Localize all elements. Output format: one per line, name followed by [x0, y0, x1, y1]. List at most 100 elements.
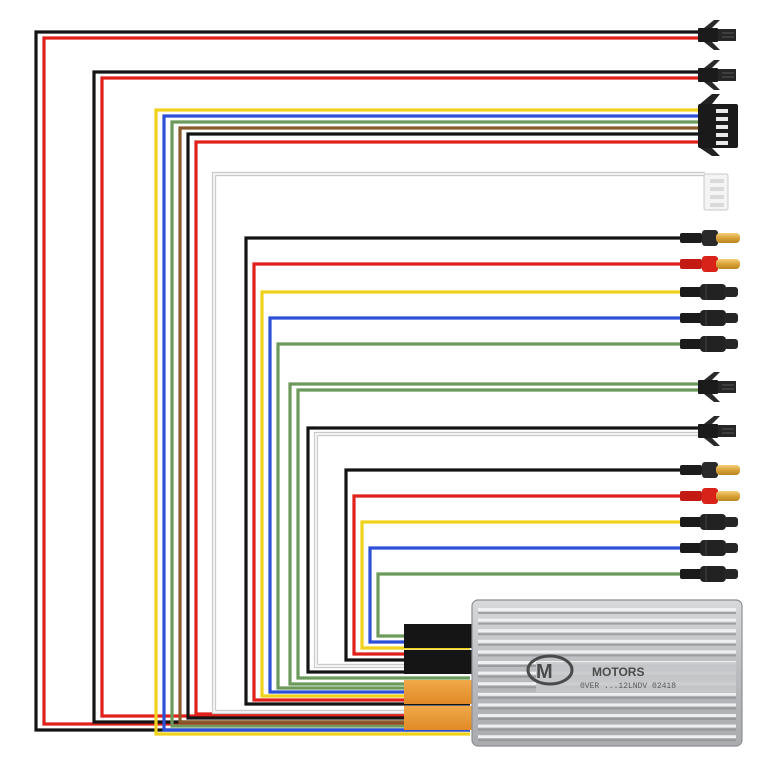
- connector-housing: [718, 425, 736, 437]
- connector-grip: [702, 256, 718, 272]
- connector-grip: [700, 540, 726, 556]
- bullet-connector: [680, 540, 738, 556]
- wire-black: [244, 236, 685, 706]
- connector-sleeve: [680, 233, 702, 243]
- cooling-fin-highlight: [478, 703, 736, 707]
- connector-pin: [716, 109, 728, 113]
- cooling-fin-highlight: [478, 724, 736, 728]
- brass-tip: [716, 491, 740, 501]
- connector-pin: [716, 133, 728, 137]
- bullet-connector: [680, 566, 738, 582]
- logo-ring: [526, 654, 574, 686]
- cooling-fin-highlight: [478, 692, 736, 696]
- cooling-fin-shadow: [478, 707, 736, 710]
- connector-housing: [718, 29, 736, 41]
- wire-black: [186, 132, 700, 720]
- cooling-fin-highlight: [478, 608, 736, 611]
- sleeve-black: [404, 624, 480, 648]
- connector-latch: [704, 394, 720, 402]
- five-pin-connector: [698, 94, 738, 156]
- bullet-connector: [680, 488, 740, 504]
- connector-pin: [710, 187, 724, 191]
- connector-latch: [704, 438, 720, 446]
- brand-logo: M: [526, 654, 574, 686]
- wire-brown: [178, 126, 700, 724]
- cooling-fin-highlight: [478, 714, 736, 717]
- wire-green: [170, 120, 700, 728]
- connector-latch: [700, 148, 720, 156]
- bullet-connector: [680, 284, 738, 300]
- bullet-connector: [680, 462, 740, 478]
- two-pin-connector: [698, 416, 736, 446]
- sleeve-black: [404, 650, 480, 674]
- connector-sleeve: [680, 517, 702, 527]
- bullet-connector: [680, 336, 738, 352]
- cooling-fin-shadow: [478, 654, 736, 657]
- connector-grip: [700, 514, 726, 530]
- connector-sleeve: [680, 313, 702, 323]
- cooling-fin-shadow: [478, 622, 736, 625]
- connector-housing: [718, 69, 736, 81]
- connector-pin: [710, 195, 724, 199]
- connector-pin: [710, 203, 724, 207]
- wire-green: [296, 388, 700, 680]
- connector-body: [698, 28, 718, 42]
- wire-red: [42, 36, 700, 726]
- connector-sleeve: [680, 569, 702, 579]
- connector-tip: [724, 339, 738, 349]
- connector-body: [698, 68, 718, 82]
- connector-body: [698, 424, 718, 438]
- connector-grip: [702, 230, 718, 246]
- cooling-fin-shadow: [478, 612, 736, 614]
- connector-sleeve: [680, 339, 702, 349]
- connector-pin: [716, 141, 728, 145]
- two-pin-connector: [698, 20, 736, 50]
- connector-tip: [724, 313, 738, 323]
- bullet-connector: [680, 230, 740, 246]
- cooling-fin-highlight: [478, 735, 736, 739]
- connector-latch: [704, 42, 720, 50]
- white-connector: [703, 173, 729, 211]
- connector-sleeve: [680, 491, 702, 501]
- cooling-fin-highlight: [478, 618, 736, 622]
- cooling-fin-shadow: [478, 728, 736, 731]
- wire-yellow: [154, 108, 700, 736]
- cooling-fin-shadow: [478, 633, 736, 636]
- connector-sleeve: [680, 543, 702, 553]
- connector-pin: [710, 179, 724, 183]
- sleeve-orange: [404, 706, 480, 730]
- cooling-fin-shadow: [478, 739, 736, 742]
- connector-latch: [704, 82, 720, 90]
- connector-body: [698, 380, 718, 394]
- bullet-connector: [680, 310, 738, 326]
- cooling-fin-highlight: [478, 629, 736, 633]
- wire-red: [252, 262, 685, 702]
- connector-grip: [700, 284, 726, 300]
- cooling-fin-highlight: [478, 639, 736, 643]
- wire-yellow: [260, 290, 685, 698]
- connector-sleeve: [680, 465, 702, 475]
- cooling-fin-highlight: [478, 650, 736, 654]
- wire-white: [314, 432, 700, 668]
- connector-latch: [704, 20, 720, 28]
- cooling-fin-shadow: [478, 718, 736, 720]
- wire-green: [276, 342, 685, 690]
- connector-grip: [702, 488, 718, 504]
- connector-latch: [704, 60, 720, 68]
- bullet-connector: [680, 256, 740, 272]
- wire-white: [212, 172, 705, 714]
- connector-sleeve: [680, 259, 702, 269]
- wire-blue: [268, 316, 685, 694]
- connector-latch: [704, 372, 720, 380]
- two-pin-connector: [698, 60, 736, 90]
- cooling-fin-shadow: [478, 696, 736, 699]
- wire-green: [288, 382, 700, 686]
- connector-tip: [724, 569, 738, 579]
- cable-sleeves: [404, 624, 480, 730]
- brass-tip: [716, 465, 740, 475]
- wire-black: [306, 426, 700, 674]
- two-pin-connector: [698, 372, 736, 402]
- cooling-fin-shadow: [478, 643, 736, 646]
- connector-grip: [700, 566, 726, 582]
